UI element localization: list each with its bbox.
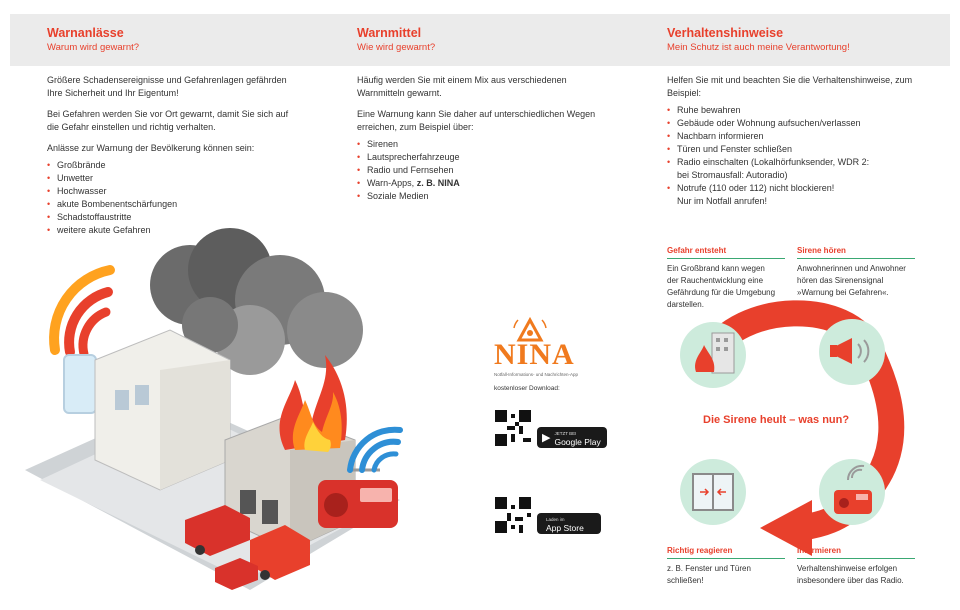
step-divider	[797, 258, 915, 259]
section-title: Warnmittel	[357, 26, 422, 40]
radio-small-icon	[819, 459, 885, 525]
step-divider	[667, 558, 785, 559]
list-item: Radio und Fernsehen	[357, 164, 612, 177]
paragraph: Häufig werden Sie mit einem Mix aus vers…	[357, 75, 567, 98]
step-divider	[797, 558, 915, 559]
step-text-gefahr: Ein Großbrand kann wegen der Rauchentwic…	[667, 263, 792, 311]
paragraph: Eine Warnung kann Sie daher auf untersch…	[357, 109, 596, 132]
download-label: kostenloser Download:	[494, 385, 560, 392]
app-store-button[interactable]: Laden im App Store	[537, 513, 601, 534]
list-item: Schadstoffaustritte	[47, 211, 297, 224]
list-item: akute Bombenentschärfungen	[47, 198, 297, 211]
list-item: Großbrände	[47, 159, 297, 172]
paragraph: Helfen Sie mit und beachten Sie die Verh…	[667, 75, 913, 98]
warn-apps-text: Warn-Apps,	[367, 178, 417, 188]
notruf-line-1: Notrufe (110 oder 112) nicht blockieren!	[677, 183, 835, 193]
list-item-radio: Radio einschalten (Lokalhörfunksender, W…	[667, 156, 927, 182]
step-text-informieren: Verhaltenshinweise erfolgen insbesondere…	[797, 563, 932, 587]
list-item: Nachbarn informieren	[667, 130, 927, 143]
list-item: Sirenen	[357, 138, 612, 151]
list-item-notruf: Notrufe (110 oder 112) nicht blockieren!…	[667, 182, 927, 208]
list-item: Soziale Medien	[357, 190, 612, 203]
header-warnmittel: Warnmittel Wie wird gewarnt?	[357, 26, 435, 55]
header-band: Warnanlässe Warum wird gewarnt? Warnmitt…	[10, 14, 950, 66]
step-line-text: Gefährdung für die Umgebung	[667, 288, 776, 297]
google-play-button[interactable]: ▶ JETZT BEI Google Play	[537, 427, 607, 448]
step-text-reagieren: z. B. Fenster und Türen schließen!	[667, 563, 792, 587]
section-subtitle: Wie wird gewarnt?	[357, 42, 436, 53]
list-item: Lautsprecherfahrzeuge	[357, 151, 612, 164]
signal-waves-icon	[49, 265, 115, 359]
section-subtitle: Warum wird gewarnt?	[47, 42, 140, 53]
step-line-text: der Rauchentwicklung eine	[667, 276, 764, 285]
radio-line-2: bei Stromausfall: Autoradio)	[677, 170, 788, 180]
play-icon: ▶	[542, 432, 551, 444]
header-verhaltenshinweise: Verhaltenshinweise Mein Schutz ist auch …	[667, 26, 850, 55]
list-item: Unwetter	[47, 172, 297, 185]
step-line-text: insbesondere über das Radio.	[797, 576, 904, 585]
header-warnanlaesse: Warnanlässe Warum wird gewarnt?	[47, 26, 139, 55]
app-store-big: App Store	[546, 522, 584, 533]
building-left	[94, 329, 231, 491]
step-divider	[667, 258, 785, 259]
step-line-text: z. B. Fenster und Türen	[667, 564, 751, 573]
step-title-sirene: Sirene hören	[797, 246, 846, 255]
step-line-text: darstellen.	[667, 300, 704, 309]
section-subtitle: Mein Schutz ist auch meine Verantwortung…	[667, 42, 850, 53]
step-line-text: »Warnung bei Gefahren«.	[797, 288, 889, 297]
step-line-text: Ein Großbrand kann wegen	[667, 264, 765, 273]
radio-waves-icon	[347, 426, 403, 473]
step-line-text: schließen!	[667, 576, 704, 585]
google-play-small: JETZT BEI	[554, 430, 577, 436]
paragraph: Größere Schadensereignisse und Gefahrenl…	[47, 75, 287, 98]
building-fire-icon	[680, 322, 746, 388]
nina-logo-text: NINA	[494, 338, 575, 371]
fire-flames	[279, 355, 347, 452]
section-title: Warnanlässe	[47, 26, 124, 40]
warn-apps-nina: z. B. NINA	[416, 178, 460, 188]
notruf-line-2: Nur im Notfall anrufen!	[677, 196, 768, 206]
google-play-big: Google Play	[554, 436, 601, 447]
paragraph: Bei Gefahren werden Sie vor Ort gewarnt,…	[47, 109, 289, 132]
step-title-gefahr: Gefahr entsteht	[667, 246, 727, 255]
column-verhaltenshinweise: Helfen Sie mit und beachten Sie die Verh…	[667, 74, 927, 208]
step-text-sirene: Anwohnerinnen und Anwohner hören das Sir…	[797, 263, 927, 299]
list-item: Gebäude oder Wohnung aufsuchen/verlassen	[667, 117, 927, 130]
warnanlaesse-list: Großbrände Unwetter Hochwasser akute Bom…	[47, 159, 297, 237]
megaphone-icon	[819, 319, 885, 385]
list-item: weitere akute Gefahren	[47, 224, 297, 237]
qr-code-google-play[interactable]	[495, 410, 531, 446]
list-item-warn-apps: Warn-Apps, z. B. NINA	[357, 177, 612, 190]
warnmittel-list: Sirenen Lautsprecherfahrzeuge Radio und …	[357, 138, 612, 203]
window-icon	[680, 459, 746, 525]
fire-truck	[185, 505, 310, 590]
smoke-cloud	[150, 228, 363, 375]
step-line-text: Verhaltenshinweise erfolgen	[797, 564, 898, 573]
nina-logo-subtitle: Notfall-Informations- und Nachrichten-Ap…	[494, 372, 579, 377]
paragraph: Anlässe zur Warnung der Bevölkerung könn…	[47, 143, 255, 153]
nina-logo-icon	[513, 316, 547, 342]
radio-icon	[318, 468, 398, 528]
step-title-reagieren: Richtig reagieren	[667, 546, 733, 555]
verhaltenshinweise-list: Ruhe bewahren Gebäude oder Wohnung aufsu…	[667, 104, 927, 208]
radio-line-1: Radio einschalten (Lokalhörfunksender, W…	[677, 157, 870, 167]
column-warnanlaesse: Größere Schadensereignisse und Gefahrenl…	[47, 74, 297, 237]
column-warnmittel: Häufig werden Sie mit einem Mix aus vers…	[357, 74, 612, 203]
section-title: Verhaltenshinweise	[667, 26, 784, 40]
step-title-informieren: Informieren	[797, 546, 842, 555]
list-item: Hochwasser	[47, 185, 297, 198]
list-item: Ruhe bewahren	[667, 104, 927, 117]
step-line-text: Anwohnerinnen und Anwohner	[797, 264, 906, 273]
cycle-center-question: Die Sirene heult – was nun?	[703, 414, 850, 426]
qr-code-app-store[interactable]	[495, 497, 531, 533]
list-item: Türen und Fenster schließen	[667, 143, 927, 156]
step-line-text: hören das Sirenensignal	[797, 276, 884, 285]
cycle-arrow-head	[760, 500, 812, 556]
app-store-small: Laden im	[546, 516, 565, 522]
